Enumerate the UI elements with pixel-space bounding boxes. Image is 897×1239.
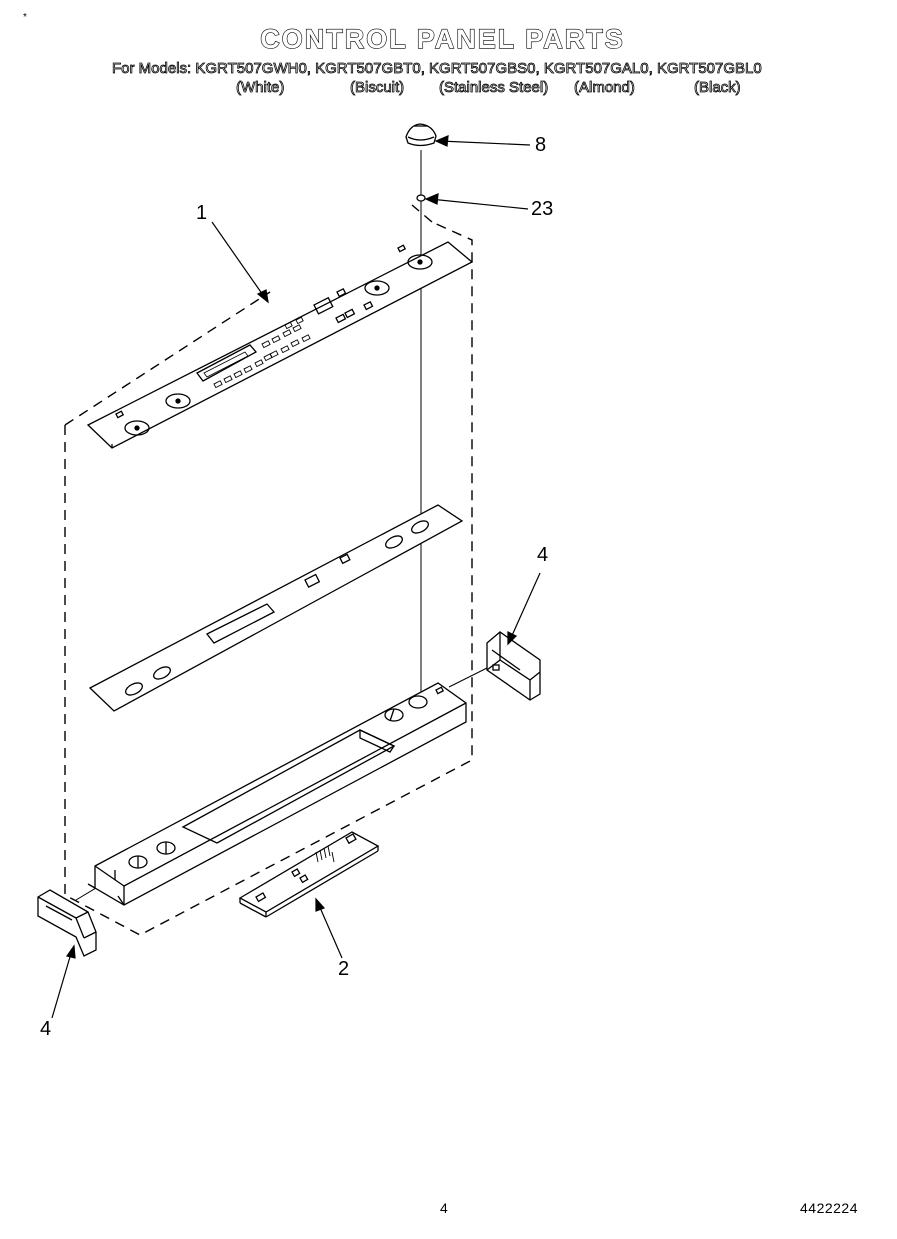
color-almond: (Almond) (574, 79, 636, 97)
color-stainless: (Stainless Steel) (439, 79, 549, 97)
assembly-outline (64, 204, 473, 936)
end-cap-right-guide (448, 667, 488, 688)
color-white: (White) (236, 79, 285, 97)
page-title: CONTROL PANEL PARTS (260, 23, 625, 54)
color-biscuit: (Biscuit) (350, 79, 405, 97)
leader-lines (51, 135, 541, 1019)
corner-mark: * (23, 12, 27, 23)
end-cap-left-part (37, 889, 97, 957)
page-number: 4 (440, 1200, 448, 1216)
callout-end-cap-left: 4 (40, 1018, 52, 1040)
models-line: For Models: KGRT507GWH0, KGRT507GBT0, KG… (112, 60, 763, 78)
document-number: 4422224 (800, 1200, 859, 1216)
knob-part (405, 123, 437, 147)
control-panel-overlay (86, 241, 474, 449)
circuit-board-part (238, 831, 380, 918)
callout-knob: 8 (535, 134, 547, 156)
callout-clip: 23 (531, 198, 554, 220)
callout-control-panel: 1 (196, 202, 208, 224)
end-cap-left-guide (75, 887, 97, 901)
callout-end-cap-right: 4 (537, 544, 549, 566)
control-housing (87, 682, 467, 906)
insulator-sheet (88, 504, 464, 712)
clip-part (416, 194, 426, 202)
callout-circuit-board: 2 (338, 958, 350, 980)
end-cap-right-part (486, 631, 541, 701)
color-black: (Black) (694, 79, 741, 97)
